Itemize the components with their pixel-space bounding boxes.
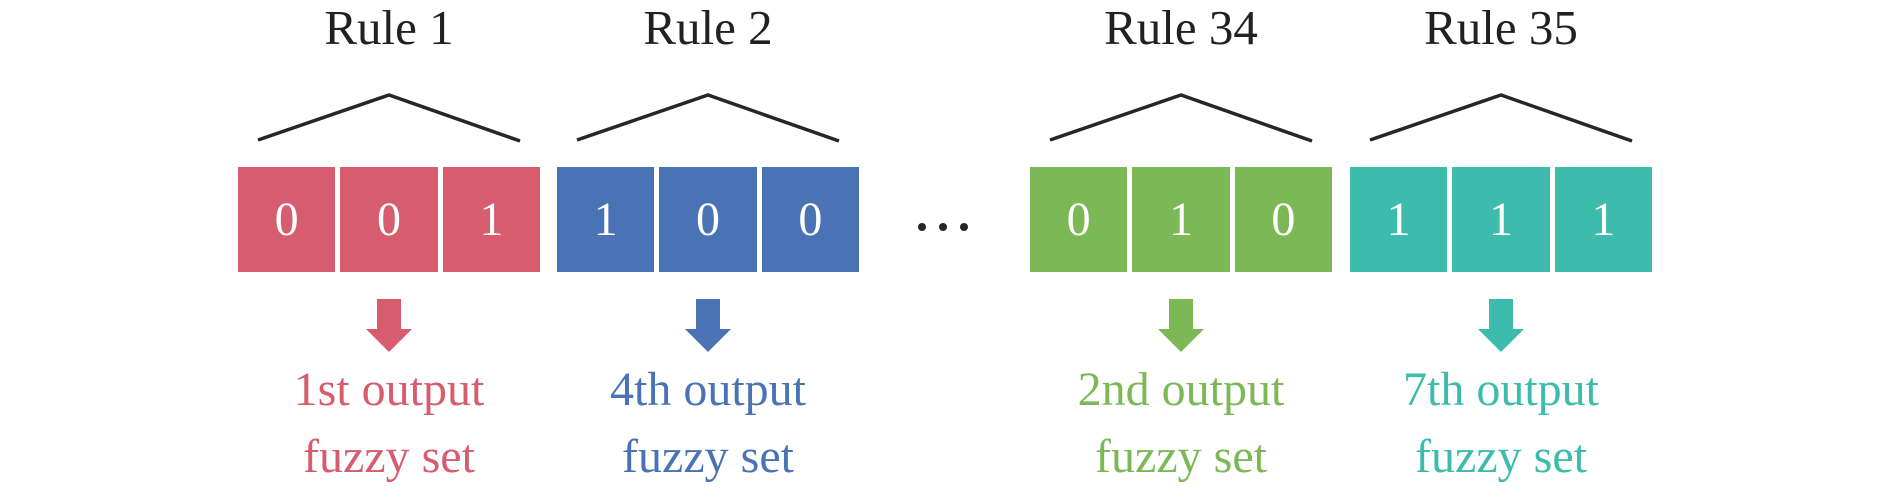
ellipsis-dots bbox=[918, 223, 968, 231]
output-label-line2: fuzzy set bbox=[1415, 430, 1587, 483]
bit-cell: 0 bbox=[1234, 167, 1332, 272]
down-arrow-icon bbox=[1478, 299, 1524, 352]
ellipsis-dot bbox=[918, 223, 926, 231]
rule-group-1: Rule 1 0 0 1 1st output fuzzy set bbox=[238, 0, 540, 502]
bit-row: 1 0 0 bbox=[557, 167, 859, 272]
rule-group-35: Rule 35 1 1 1 7th output fuzzy set bbox=[1350, 0, 1652, 502]
bit-cell: 1 bbox=[557, 167, 655, 272]
output-label-line1: 2nd output bbox=[1077, 363, 1285, 416]
output-label-line1: 4th output bbox=[609, 363, 807, 416]
bit-cell: 0 bbox=[659, 167, 757, 272]
bit-row: 1 1 1 bbox=[1350, 167, 1652, 272]
down-arrow-icon bbox=[685, 299, 731, 352]
rule-group-2: Rule 2 1 0 0 4th output fuzzy set bbox=[557, 0, 859, 502]
bit-cell: 0 bbox=[340, 167, 438, 272]
grouping-caret-line bbox=[576, 93, 840, 143]
output-label-line2: fuzzy set bbox=[622, 430, 794, 483]
ellipsis-dot bbox=[939, 223, 947, 231]
bit-row: 0 1 0 bbox=[1030, 167, 1332, 272]
bit-cell: 1 bbox=[1554, 167, 1652, 272]
bit-cell: 0 bbox=[761, 167, 859, 272]
output-fuzzy-set-label: 7th output fuzzy set bbox=[1403, 356, 1599, 490]
rule-title: Rule 1 bbox=[324, 0, 454, 55]
bit-cell: 1 bbox=[1132, 167, 1230, 272]
rule-title: Rule 34 bbox=[1104, 0, 1258, 55]
rule-group-34: Rule 34 0 1 0 2nd output fuzzy set bbox=[1030, 0, 1332, 502]
grouping-caret-line bbox=[257, 93, 521, 143]
output-fuzzy-set-label: 4th output fuzzy set bbox=[610, 356, 806, 490]
rule-title: Rule 2 bbox=[643, 0, 773, 55]
down-arrow-icon bbox=[1158, 299, 1204, 352]
bit-row: 0 0 1 bbox=[238, 167, 540, 272]
down-arrow-icon bbox=[366, 299, 412, 352]
bit-cell: 0 bbox=[238, 167, 336, 272]
grouping-caret-line bbox=[1369, 93, 1633, 143]
bit-cell: 1 bbox=[1452, 167, 1550, 272]
output-label-line2: fuzzy set bbox=[303, 430, 475, 483]
output-label-line1: 1st output bbox=[293, 363, 485, 416]
output-label-line1: 7th output bbox=[1402, 363, 1600, 416]
output-label-line2: fuzzy set bbox=[1095, 430, 1267, 483]
ellipsis-dot bbox=[960, 223, 968, 231]
output-fuzzy-set-label: 1st output fuzzy set bbox=[294, 356, 485, 490]
bit-cell: 1 bbox=[442, 167, 540, 272]
bit-cell: 1 bbox=[1350, 167, 1448, 272]
rule-title: Rule 35 bbox=[1424, 0, 1578, 55]
output-fuzzy-set-label: 2nd output fuzzy set bbox=[1078, 356, 1285, 490]
bit-cell: 0 bbox=[1030, 167, 1128, 272]
grouping-caret-line bbox=[1049, 93, 1313, 143]
